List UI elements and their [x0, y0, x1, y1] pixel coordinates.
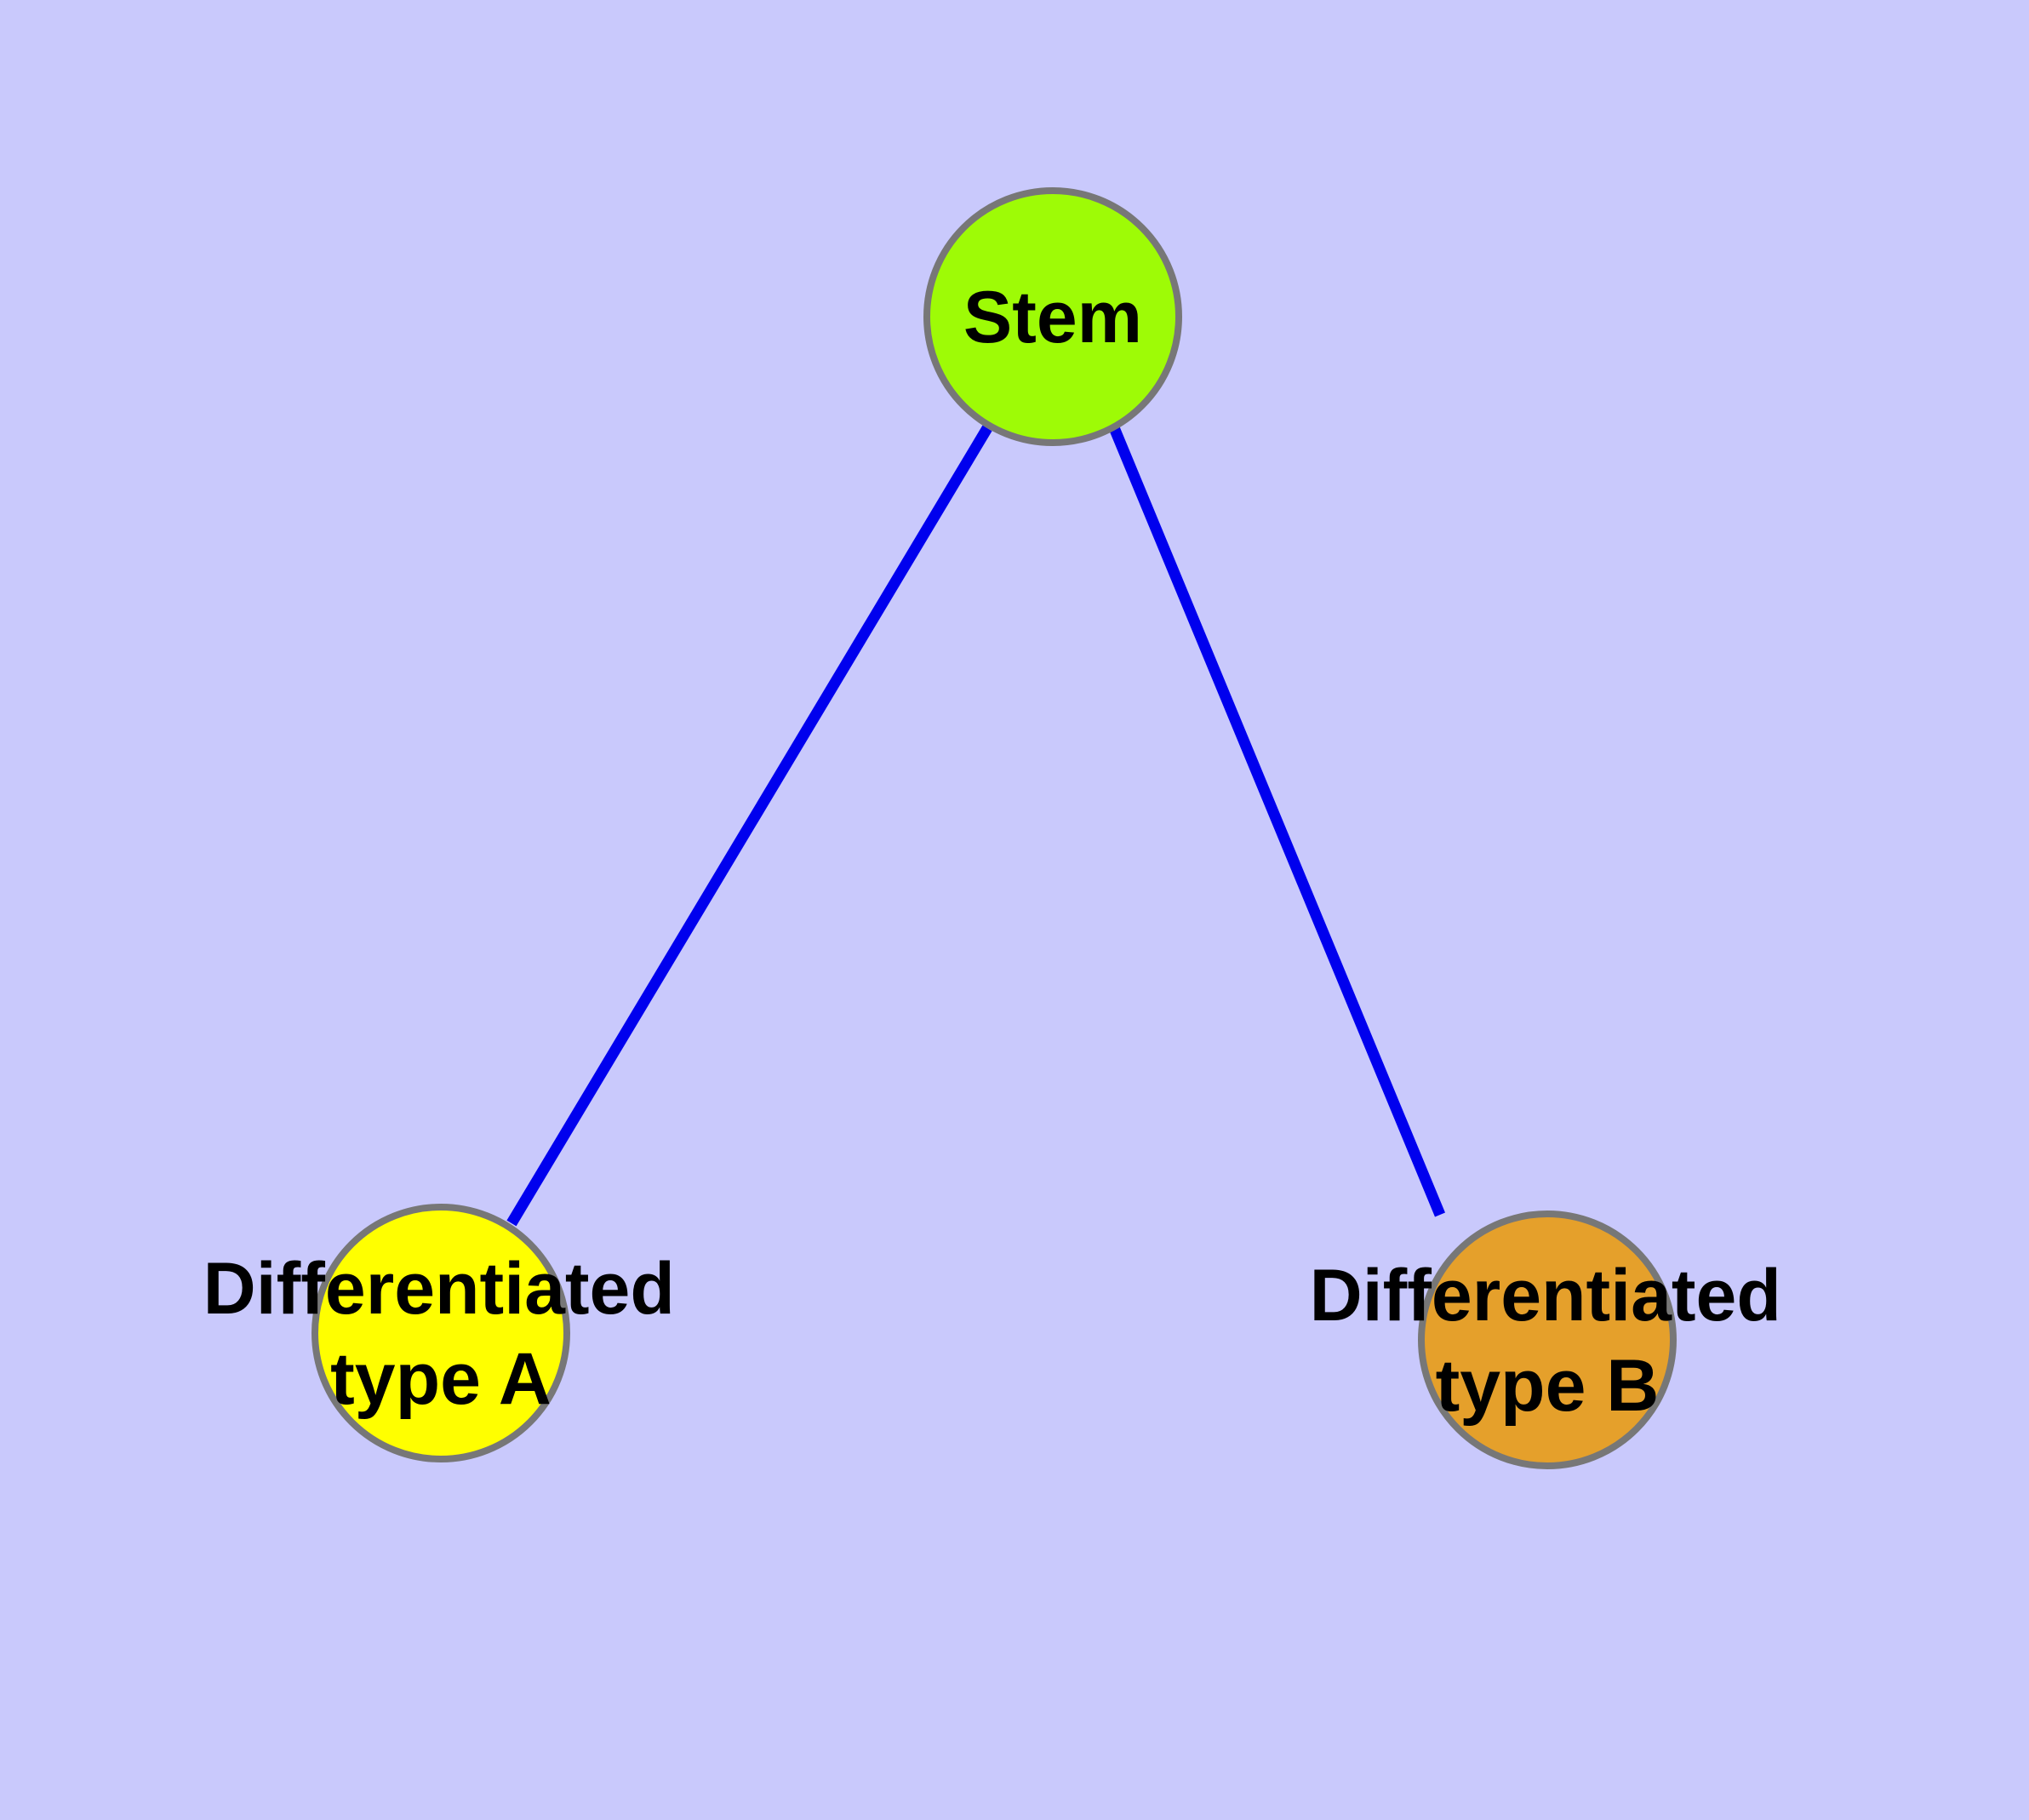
node-differentiated-type-b[interactable]: Differentiated type B: [1310, 1210, 1786, 1469]
node-differentiated-type-b-label-line-1: Differentiated: [1310, 1255, 1781, 1336]
node-stem[interactable]: Stem: [923, 187, 1182, 446]
node-differentiated-type-a[interactable]: Differentiated type A: [203, 1204, 679, 1462]
node-differentiated-type-b-label-line-2: type B: [1436, 1345, 1660, 1427]
node-differentiated-type-a-label: Differentiated type A: [203, 1248, 679, 1420]
node-differentiated-type-b-circle[interactable]: [1418, 1210, 1677, 1469]
node-stem-label: Stem: [963, 277, 1142, 358]
node-stem-label-line-1: Stem: [963, 277, 1142, 358]
node-differentiated-type-a-circle[interactable]: [311, 1204, 570, 1462]
edge-stem-to-differentiated-type-a[interactable]: [506, 425, 992, 1227]
nodes-layer: Stem Differentiated type A Differentiate…: [203, 187, 1786, 1469]
node-stem-circle[interactable]: [923, 187, 1182, 446]
node-differentiated-type-a-label-line-2: type A: [330, 1338, 552, 1420]
node-differentiated-type-b-label: Differentiated type B: [1310, 1255, 1786, 1427]
edges-layer: [506, 423, 1446, 1227]
edge-stem-to-differentiated-type-b[interactable]: [1107, 423, 1446, 1217]
node-differentiated-type-a-label-line-1: Differentiated: [203, 1248, 675, 1330]
